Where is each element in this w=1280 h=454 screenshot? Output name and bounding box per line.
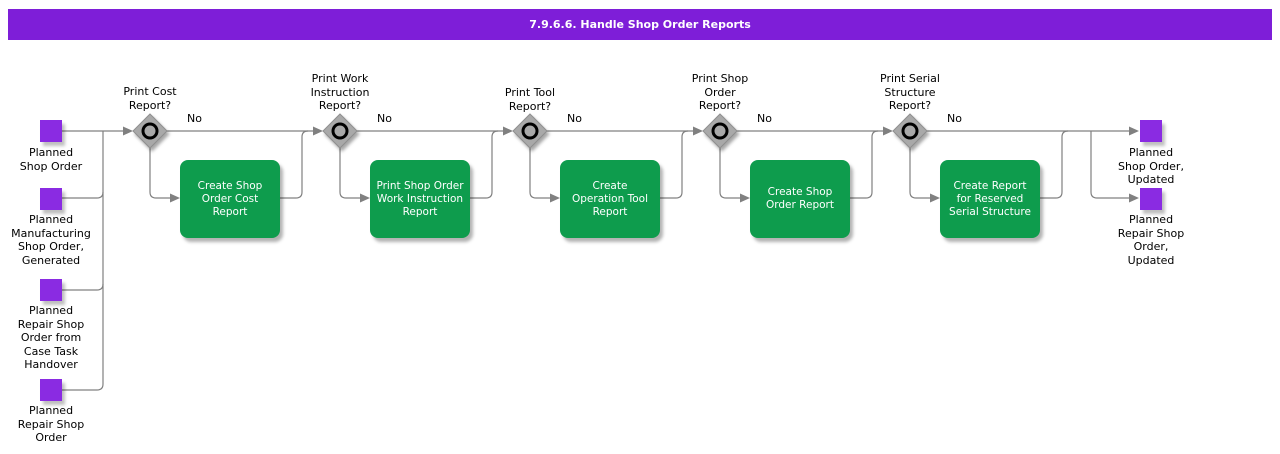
flow-line-yes-branch xyxy=(529,148,551,199)
flow-line-merge xyxy=(1040,130,1069,199)
flow-line-yes-branch xyxy=(909,148,931,199)
arrowhead xyxy=(360,193,370,203)
diagram-title-bar: 7.9.6.6. Handle Shop Order Reports xyxy=(8,9,1272,40)
gateway-print-shop-order-report-label: Print Shop Order Report? xyxy=(691,72,749,112)
arrowhead xyxy=(693,126,703,136)
gateway-print-cost-report-label: Print Cost Report? xyxy=(123,85,177,112)
event-planned-shop-order-updated[interactable] xyxy=(1140,120,1162,142)
gateway-print-tool-report[interactable] xyxy=(512,113,548,149)
flow-line-yes-branch xyxy=(719,148,741,199)
event-planned-repair-shop-order-label: Planned Repair Shop Order xyxy=(17,404,85,444)
gateway-print-shop-order-report[interactable] xyxy=(702,113,738,149)
event-planned-repair-shop-order[interactable] xyxy=(40,379,62,401)
event-planned-repair-shop-order-from-case-task-handover[interactable] xyxy=(40,279,62,301)
event-planned-manufacturing-shop-order-generated[interactable] xyxy=(40,188,62,210)
flow-line-merge xyxy=(660,130,689,199)
flow-line-merge xyxy=(850,130,879,199)
gateway-print-cost-report[interactable] xyxy=(132,113,168,149)
gateway-print-serial-structure-report-label: Print Serial Structure Report? xyxy=(880,72,940,112)
gateway-print-tool-report-label: Print Tool Report? xyxy=(504,86,556,113)
flow-line-output-split xyxy=(1090,131,1130,199)
flow-line xyxy=(62,131,104,391)
no-branch-label: No xyxy=(377,112,392,125)
arrowhead xyxy=(883,126,893,136)
task-print-shop-order-work-instruction-report[interactable]: Print Shop Order Work Instruction Report xyxy=(370,160,470,238)
event-planned-shop-order-label: Planned Shop Order xyxy=(19,146,83,173)
event-planned-repair-shop-order-updated-label: Planned Repair Shop Order, Updated xyxy=(1117,213,1185,267)
flow-line-merge xyxy=(280,130,309,199)
arrowhead xyxy=(930,193,940,203)
flow-line xyxy=(62,283,104,291)
arrowhead xyxy=(313,126,323,136)
arrowhead xyxy=(550,193,560,203)
event-planned-shop-order-updated-label: Planned Shop Order, Updated xyxy=(1118,146,1184,186)
flow-line-merge xyxy=(470,130,499,199)
no-branch-label: No xyxy=(757,112,772,125)
event-planned-shop-order[interactable] xyxy=(40,120,62,142)
no-branch-label: No xyxy=(567,112,582,125)
gateway-print-work-instruction-report[interactable] xyxy=(322,113,358,149)
task-create-report-for-reserved-serial-structure[interactable]: Create Report for Reserved Serial Struct… xyxy=(940,160,1040,238)
no-branch-label: No xyxy=(187,112,202,125)
task-create-shop-order-report[interactable]: Create Shop Order Report xyxy=(750,160,850,238)
flow-line-yes-branch xyxy=(339,148,361,199)
arrowhead xyxy=(123,126,133,136)
flow-line xyxy=(62,191,104,199)
arrowhead xyxy=(170,193,180,203)
arrowhead xyxy=(740,193,750,203)
gateway-print-serial-structure-report[interactable] xyxy=(892,113,928,149)
arrowhead xyxy=(1129,126,1139,136)
flow-line-yes-branch xyxy=(149,148,171,199)
event-planned-repair-shop-order-updated[interactable] xyxy=(1140,188,1162,210)
arrowhead xyxy=(503,126,513,136)
diagram-title: 7.9.6.6. Handle Shop Order Reports xyxy=(529,18,751,31)
event-planned-manufacturing-shop-order-generated-label: Planned Manufacturing Shop Order, Genera… xyxy=(11,213,91,267)
event-planned-repair-shop-order-from-case-task-handover-label: Planned Repair Shop Order from Case Task… xyxy=(17,304,85,371)
no-branch-label: No xyxy=(947,112,962,125)
task-create-operation-tool-report[interactable]: Create Operation Tool Report xyxy=(560,160,660,238)
task-create-shop-order-cost-report[interactable]: Create Shop Order Cost Report xyxy=(180,160,280,238)
arrowhead xyxy=(1129,193,1139,203)
gateway-print-work-instruction-report-label: Print Work Instruction Report? xyxy=(310,72,370,112)
